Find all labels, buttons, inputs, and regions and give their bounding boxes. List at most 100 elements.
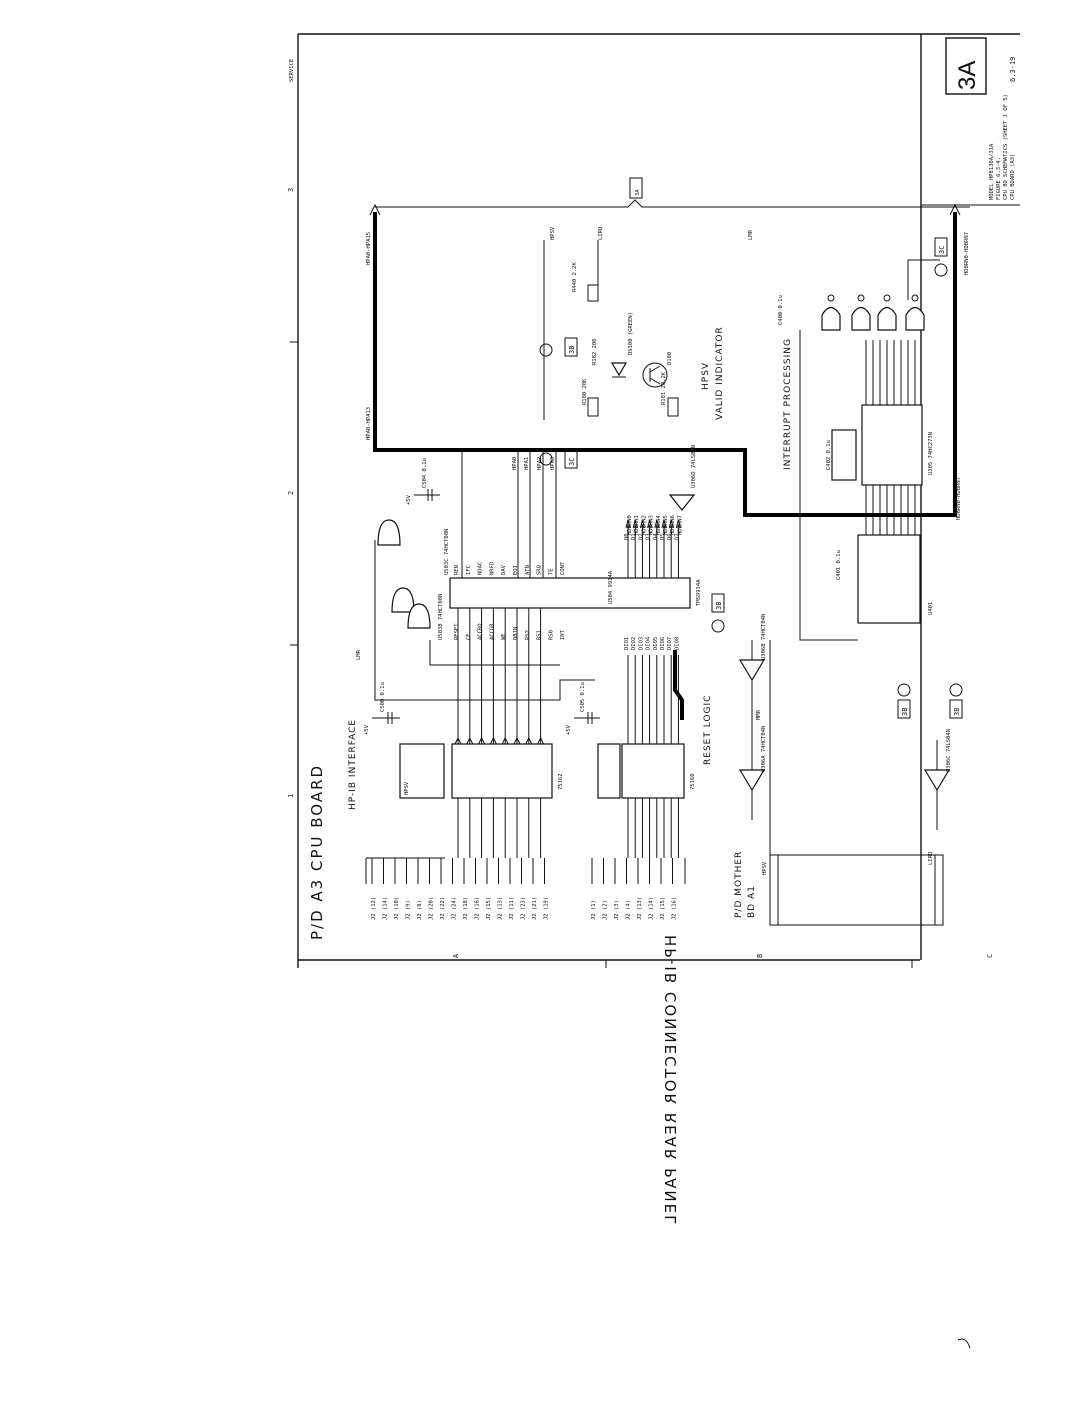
hdb-label: HDBRN7	[677, 515, 683, 535]
and-gate	[391, 587, 415, 613]
offpage-ref: 3B	[568, 346, 576, 354]
tms-pin-label: NRFD	[489, 562, 495, 575]
chip-label: U305 74HC273N	[928, 432, 934, 475]
connector-pin-label: J2 (3)	[614, 900, 620, 920]
tms-pin-label: RS1	[537, 630, 543, 640]
cap-label: C505 0.1u	[580, 682, 586, 712]
connector-pin-label: J2 (12)	[371, 897, 377, 920]
title-line: CPU BOARD (A3)	[1010, 154, 1016, 200]
tms-d-label: D3	[646, 533, 652, 540]
connector-pin-label: J2 (13)	[637, 897, 643, 920]
chip-label: TMS9914A	[696, 579, 702, 606]
tms-pin-label: WE	[501, 633, 507, 640]
hdb-label: HDBRN6	[670, 515, 676, 535]
arrow	[668, 519, 674, 529]
mother-board-label: BD A1	[747, 885, 757, 918]
tms-d-label: D4	[653, 533, 659, 540]
title-line: FIGURE 6.3-4.	[996, 157, 1002, 200]
connector-pin-label: J2 (1)	[591, 900, 597, 920]
tms-data-label: DIO7	[667, 637, 673, 650]
wire	[799, 330, 858, 641]
nand-gate	[905, 306, 925, 331]
section-title-interrupt: INTERRUPT PROCESSING	[783, 338, 793, 470]
power-label: +5V	[406, 494, 412, 505]
net-label: HPA2	[537, 457, 543, 470]
connector-pin-label: J2 (9)	[406, 900, 412, 920]
connector-pin-label: J2 (23)	[521, 897, 527, 920]
chip-u505	[597, 743, 621, 799]
cap-label: C400 0.1u	[778, 295, 784, 325]
address-lines: HPA0 HPA1 HPA2 HPA3	[461, 450, 557, 578]
tms-pin-label: RESET	[454, 623, 460, 640]
arrow	[625, 519, 631, 529]
connector-pin-label: J2 (4)	[626, 900, 632, 920]
connector-pin-label: J2 (10)	[394, 897, 400, 920]
connector-pin-label: J2 (20)	[429, 897, 435, 920]
offpage-refs: 3A 3B 3C 3B 3C 3B 3B	[539, 177, 963, 719]
arrow	[454, 736, 462, 745]
hdb-label: HDBRN1	[634, 515, 640, 535]
cap-c500: +5V C500 0.1u	[364, 682, 400, 735]
connector-pin-label: J2 (14)	[383, 897, 389, 920]
tms-data-label: DIO1	[624, 637, 630, 650]
nand-bubble	[883, 294, 891, 302]
tms-d-label: D1	[631, 533, 637, 540]
chip-label: U504 9914A	[608, 570, 614, 604]
section-title-reset: RESET LOGIC	[703, 695, 713, 765]
arrow	[647, 519, 653, 529]
and-gate	[407, 603, 431, 629]
inverter	[923, 769, 951, 792]
connector-pin-label: J2 (13)	[498, 897, 504, 920]
chip-u305	[861, 404, 923, 486]
resistor	[667, 397, 679, 417]
connector-pin-label: J2 (22)	[440, 897, 446, 920]
hdb-label: HDBRN2	[641, 515, 647, 535]
connector-pin-label: J2 (11)	[509, 897, 515, 920]
chip-u402	[831, 429, 857, 481]
stray-mark	[957, 1338, 971, 1349]
offpage-ref: 3C	[568, 458, 576, 466]
cap-label: C402 0.1u	[826, 440, 832, 470]
sheet-number-box	[945, 37, 987, 95]
connector-pin-label: J2 (16)	[672, 897, 678, 920]
title-line: CPU BD SCHEMATICS (SHEET 1 OF 5)	[1003, 94, 1009, 200]
tms-pin-label: DBIN	[513, 627, 519, 640]
tms-data-label: DIO4	[646, 636, 652, 650]
tms-pin-label: SRQ	[537, 565, 543, 575]
tms-pin-label: DAV	[501, 564, 507, 575]
resistor-label: R440 2.2K	[572, 262, 578, 292]
arrow	[537, 736, 545, 745]
net-label: HPA3	[550, 457, 556, 470]
tms-pin-label: ATN	[525, 565, 531, 575]
connector-pin-label: J2 (15)	[660, 897, 666, 920]
connector-pin-label: J2 (2)	[603, 900, 609, 920]
connector-pin-label: J2 (24)	[452, 897, 458, 920]
net-label: LIRQ	[598, 227, 604, 240]
tms-d-label: D5	[660, 533, 666, 540]
mother-board-label: P/D MOTHER	[734, 851, 744, 918]
cap-label: C401 0.1u	[836, 550, 842, 580]
gate-label: U306A 74HCT04N	[761, 726, 767, 772]
net-label: LMR	[748, 229, 754, 240]
column-label: 2	[287, 491, 295, 495]
tms-pin-label: RS2	[525, 630, 531, 640]
section-title-hpsv: HPSV	[701, 362, 711, 390]
nand-bubble	[911, 294, 919, 302]
chip-label: HPSV	[404, 781, 410, 795]
tms-pin-label: TE	[548, 568, 554, 575]
led-ds100	[610, 362, 628, 377]
offpage-ref: 3A	[635, 189, 641, 196]
connector-pins: J2 (12)J2 (14)J2 (10)J2 (9)J2 (8)J2 (20)…	[365, 857, 686, 920]
arrow	[661, 519, 667, 529]
chip-label: 75160	[690, 773, 696, 790]
tms-data-label: DIO8	[674, 637, 680, 650]
tms-pin-label: CONT	[560, 561, 566, 575]
section-title-hpsv: VALID INDICATOR	[715, 326, 725, 420]
chip-tms9914a	[449, 577, 691, 609]
service-label: SERVICE	[289, 59, 295, 82]
tms-pin-label: EOI	[513, 565, 519, 575]
side-title: HP-IB CONNECTOR REAR PANEL	[662, 935, 680, 1225]
nand-gate	[877, 306, 897, 331]
power-label: +5V	[364, 724, 370, 735]
